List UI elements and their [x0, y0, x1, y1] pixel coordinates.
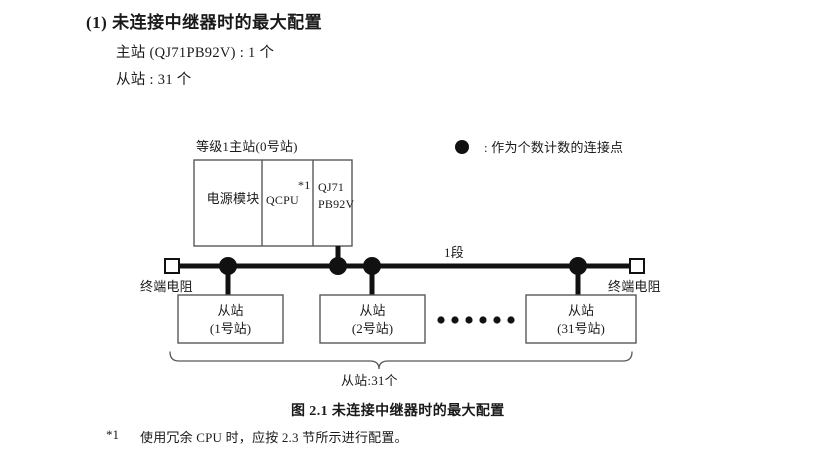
ellipsis-dot [437, 316, 445, 324]
slave-station-box-2 [319, 294, 426, 344]
ellipsis-dot [493, 316, 501, 324]
slave-1-line1: 从站 [217, 303, 244, 318]
legend-label: : 作为个数计数的连接点 [484, 140, 624, 155]
section-number: (1) [86, 13, 108, 32]
slave-station-label-3: 从站 (31号站) [526, 302, 636, 338]
ellipsis-dot [465, 316, 473, 324]
slave-1-line2: (1号站) [209, 321, 252, 336]
section-line-slave: 从站 : 31 个 [116, 72, 192, 88]
slave-2-line1: 从站 [359, 303, 386, 318]
master-station-box [193, 159, 353, 247]
slave-station-box-1 [177, 294, 284, 344]
terminator-left-label: 终端电阻 [140, 279, 193, 294]
footnote-text: 使用冗余 CPU 时，应按 2.3 节所示进行配置。 [140, 430, 408, 445]
slave-station-box-3 [525, 294, 637, 344]
connection-dot [219, 257, 237, 275]
legend-filled-circle-icon [455, 140, 469, 154]
master-station-title: 等级1主站(0号站) [196, 139, 298, 154]
ellipsis-dot [507, 316, 515, 324]
figure-caption: 图 2.1 未连接中继器时的最大配置 [291, 404, 505, 419]
master-cell-power-label: 电源模块 [206, 191, 260, 206]
terminator-right-symbol [629, 258, 645, 274]
footnote-mark: *1 [106, 427, 119, 442]
slave-2-line2: (2号站) [351, 321, 394, 336]
master-cell-footnote-ref: *1 [298, 178, 311, 192]
ellipsis-dot [479, 316, 487, 324]
section-title: 未连接中继器时的最大配置 [112, 13, 323, 32]
bus-segment-label: 1段 [444, 245, 464, 260]
section-line-master: 主站 (QJ71PB92V) : 1 个 [116, 45, 275, 61]
slave-3-line2: (31号站) [557, 321, 605, 336]
master-cell-pb92v-line2: PB92V [318, 197, 355, 211]
section-heading: (1) 未连接中继器时的最大配置 [86, 8, 322, 33]
slave-group-label: 从站:31个 [341, 373, 398, 388]
slave-group-brace [169, 351, 633, 370]
connection-dot [363, 257, 381, 275]
terminator-right-label: 终端电阻 [608, 279, 661, 294]
master-cell-qcpu-label: QCPU [266, 193, 299, 207]
connection-dot [329, 257, 347, 275]
slave-station-label-1: 从站 (1号站) [178, 302, 283, 338]
slave-station-label-2: 从站 (2号站) [320, 302, 425, 338]
ellipsis-dot [451, 316, 459, 324]
slave-3-line1: 从站 [567, 303, 594, 318]
master-cell-pb92v-line1: QJ71 [318, 180, 345, 194]
terminator-left-symbol [164, 258, 180, 274]
connection-dot [569, 257, 587, 275]
